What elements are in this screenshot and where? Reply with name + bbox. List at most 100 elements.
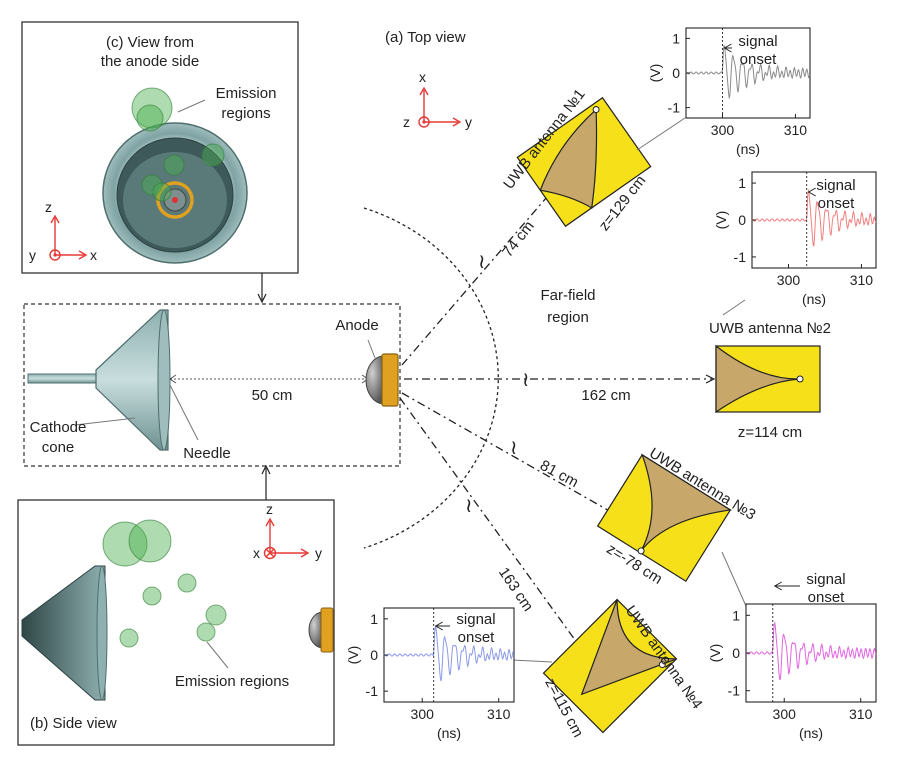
onset-annotation-line1: signal xyxy=(456,611,495,628)
emission-sphere xyxy=(128,519,172,563)
emission-sphere xyxy=(201,143,225,167)
antenna-2-z: z=114 cm xyxy=(738,424,802,441)
cathode-cone-side xyxy=(21,565,106,701)
y-tick-label: -1 xyxy=(668,100,681,116)
y-axis-label: (V) xyxy=(647,64,663,83)
y-axis-label: (V) xyxy=(707,644,723,663)
onset-annotation-line1: signal xyxy=(806,571,845,588)
axis-label-y: y xyxy=(315,545,322,561)
x-tick-label: 300 xyxy=(777,272,801,288)
y-tick-label: 1 xyxy=(672,30,680,46)
uwb-antenna-3 xyxy=(596,453,733,583)
onset-annotation-line2: onset xyxy=(818,195,856,212)
x-tick-label: 310 xyxy=(850,272,874,288)
cathode-label-1: Cathode xyxy=(30,419,87,436)
uwb-antenna-2 xyxy=(715,344,821,414)
axis-label-z: z xyxy=(403,114,410,130)
anode-side-body xyxy=(320,607,334,653)
panel-side-view: Emission regions (b) Side view z x y xyxy=(17,499,335,746)
coordinate-triad-top-view: x y z xyxy=(403,69,472,130)
anode-label: Anode xyxy=(335,317,378,334)
axis-label-z: z xyxy=(266,501,273,517)
emission-side-leader xyxy=(206,641,229,669)
cathode-cone xyxy=(95,309,169,451)
needle-tip xyxy=(172,197,178,203)
emission-side-label: Emission regions xyxy=(175,673,289,690)
emission-sphere xyxy=(131,87,173,129)
y-tick-label: 0 xyxy=(738,212,746,228)
x-tick-label: 310 xyxy=(784,122,808,138)
x-tick-label: 310 xyxy=(849,706,873,722)
x-axis-label: (ns) xyxy=(736,141,760,157)
beam-antenna-2-arrow xyxy=(705,374,716,384)
x-tick-label: 300 xyxy=(711,122,735,138)
cathode-label-2: cone xyxy=(42,439,75,456)
onset-arrowhead xyxy=(807,187,816,197)
emission-sphere xyxy=(102,521,148,567)
needle-label: Needle xyxy=(183,445,231,462)
coordinate-triad-anode-view: z x y xyxy=(29,199,97,263)
anode-leader xyxy=(367,339,376,359)
onset-annotation-line2: onset xyxy=(458,629,496,646)
antenna-2-distance: 162 cm xyxy=(581,387,630,404)
break-mark: ≀ xyxy=(510,437,518,459)
antenna-4-distance: 163 cm xyxy=(495,564,537,614)
needle-leader xyxy=(169,384,199,441)
signal-trace xyxy=(751,188,877,247)
signal-trace xyxy=(383,625,514,682)
y-tick-label: 0 xyxy=(370,647,378,663)
x-tick-label: 310 xyxy=(487,706,511,722)
plot-4-leader xyxy=(511,659,553,663)
onset-annotation-line2: onset xyxy=(808,589,846,606)
arrow-head xyxy=(257,293,267,304)
emission-label-1: Emission xyxy=(216,85,277,102)
emission-sphere xyxy=(152,182,172,202)
panel-top-view-title: (a) Top view xyxy=(385,29,466,46)
anode-side-mesh xyxy=(308,611,324,649)
onset-annotation-line2: onset xyxy=(740,51,778,68)
far-field-boundary xyxy=(363,207,499,549)
uwb-antenna-1 xyxy=(516,96,652,228)
far-field-label-1: Far-field xyxy=(540,287,595,304)
antenna-3-distance: 81 cm xyxy=(537,457,581,491)
y-tick-label: 1 xyxy=(370,611,378,627)
onset-arrowhead xyxy=(723,43,732,53)
beam-antenna-4 xyxy=(399,397,576,641)
emission-sphere xyxy=(196,622,216,642)
plot-2-leader xyxy=(722,299,746,316)
emission-label-2: regions xyxy=(221,105,270,122)
plot-1-leader xyxy=(636,117,686,151)
axis-label-x: x xyxy=(90,247,97,263)
x-tick-label: 300 xyxy=(773,706,797,722)
far-field-label-2: region xyxy=(547,309,589,326)
gap-distance: 50 cm xyxy=(252,387,293,404)
needle-shaft xyxy=(27,373,99,384)
emission-sphere xyxy=(163,154,185,176)
antenna-2-name: UWB antenna №2 xyxy=(709,320,831,337)
break-mark: ≀ xyxy=(522,369,530,391)
emission-sphere xyxy=(205,604,227,626)
y-tick-label: 0 xyxy=(672,65,680,81)
cathode-leader xyxy=(74,417,136,426)
axis-label-y: y xyxy=(465,114,472,130)
break-mark: ≀ xyxy=(478,251,486,273)
emission-sphere xyxy=(119,628,139,648)
y-tick-label: -1 xyxy=(728,683,741,699)
panel-anode-view-title-2: the anode side xyxy=(101,53,199,70)
signal-trace xyxy=(745,621,877,680)
emission-leader xyxy=(177,99,206,113)
emission-sphere xyxy=(136,104,164,132)
y-axis-label: (V) xyxy=(713,211,729,230)
y-tick-label: 1 xyxy=(732,607,740,623)
x-tick-label: 300 xyxy=(411,706,435,722)
emission-sphere xyxy=(141,174,163,196)
panel-anode-view: (c) View from the anode side Emission re… xyxy=(21,21,299,274)
onset-arrowhead xyxy=(773,581,783,591)
y-tick-label: 0 xyxy=(732,645,740,661)
x-axis-label: (ns) xyxy=(437,725,461,741)
gap-arrow-left xyxy=(169,374,177,384)
x-axis-label: (ns) xyxy=(802,291,826,307)
